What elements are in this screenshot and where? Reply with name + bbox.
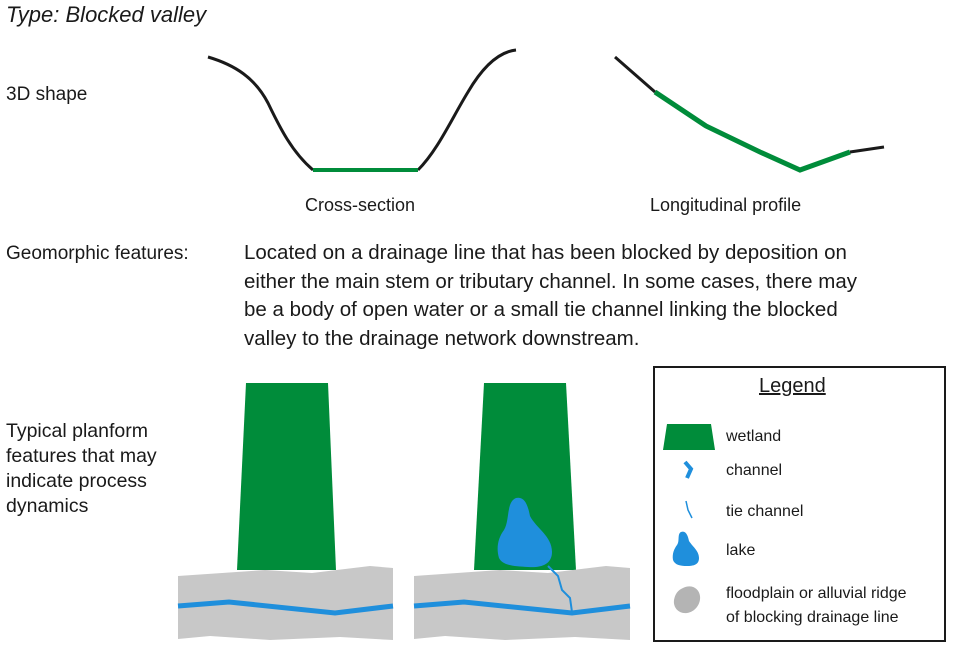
description-line: be a body of open water or a small tie c…: [244, 298, 838, 321]
longitudinal-upstream-segment: [614, 55, 656, 94]
legend-title: Legend: [759, 375, 826, 397]
legend-item-floodplain: floodplain or alluvial ridge: [726, 585, 907, 602]
longitudinal-wetland-segment: [653, 89, 851, 173]
legend-item-floodplain-line2: of blocking drainage line: [726, 609, 899, 626]
legend-symbols: [663, 424, 715, 614]
floodplain-strip: [414, 566, 630, 640]
lake: [497, 497, 552, 568]
legend-item-lake: lake: [726, 542, 756, 559]
legend-item-wetland: wetland: [726, 428, 782, 445]
lake-icon: [672, 531, 699, 566]
cross-section-diagram: [207, 48, 517, 172]
floodplain-strip: [178, 566, 393, 640]
tie-channel-icon: [685, 500, 693, 519]
legend-item-channel: channel: [726, 462, 783, 479]
geomorphic-label: Geomorphic features:: [6, 243, 189, 264]
longitudinal-profile-diagram: [614, 55, 885, 173]
main-channel: [413, 599, 631, 616]
wetland-icon: [663, 424, 715, 450]
shape-label: 3D shape: [6, 84, 88, 105]
main-channel: [177, 599, 394, 616]
channel-icon: [683, 460, 694, 479]
planform-wetland-with-lake: [413, 383, 631, 640]
description-line: either the main stem or tributary channe…: [244, 269, 857, 293]
longitudinal-profile-caption: Longitudinal profile: [650, 195, 802, 215]
geomorphic-description: Located on a drainage line that has been…: [244, 239, 944, 353]
planform-line: features that may: [6, 445, 157, 467]
longitudinal-downstream-segment: [849, 145, 885, 154]
wetland-patch: [474, 383, 576, 570]
legend: Legend wetland channel tie channel lake …: [653, 366, 946, 642]
planform-wetland-only: [177, 383, 394, 640]
wetland-patch: [237, 383, 336, 570]
cross-section-valley-walls: [207, 48, 517, 172]
planform-line: indicate process: [6, 470, 147, 492]
description-line: Located on a drainage line that has been…: [244, 241, 847, 264]
description-line: valley to the drainage network downstrea…: [244, 326, 640, 350]
tie-channel: [547, 565, 573, 613]
floodplain-icon: [673, 586, 701, 614]
cross-section-caption: Cross-section: [305, 195, 416, 215]
planform-line: dynamics: [6, 495, 89, 517]
page-title: Type: Blocked valley: [6, 2, 207, 27]
legend-item-tie-channel: tie channel: [726, 503, 804, 520]
planform-label: Typical planform features that may indic…: [6, 419, 206, 519]
planform-line: Typical planform: [6, 420, 148, 442]
